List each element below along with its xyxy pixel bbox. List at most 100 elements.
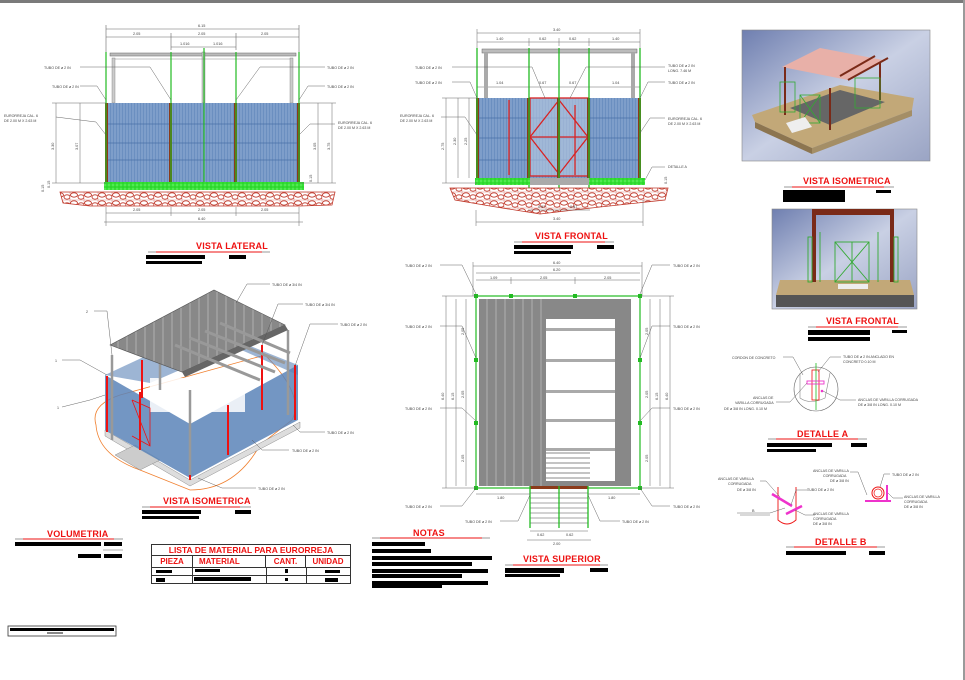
svg-text:0.15: 0.15 bbox=[47, 181, 51, 188]
label-tubo: TUBO DE ø 2 IN bbox=[673, 505, 700, 509]
svg-text:TUBO DE ø 2 IN ANCLADO EN: TUBO DE ø 2 IN ANCLADO EN bbox=[843, 355, 894, 359]
svg-text:6.20: 6.20 bbox=[553, 268, 560, 272]
header-unidad: UNIDAD bbox=[312, 557, 344, 566]
label-tubo: TUBO DE ø 2 IN bbox=[405, 407, 432, 411]
notas-block: NOTAS bbox=[372, 528, 492, 588]
label-tubo: TUBO DE ø 2 IN bbox=[405, 325, 432, 329]
label-tubo: TUBO DE ø 2 IN bbox=[807, 488, 834, 492]
vista-lateral-drawing: 6.15 2.05 2.05 2.05 1.016 1.016 bbox=[4, 24, 372, 226]
svg-text:1.40: 1.40 bbox=[612, 37, 619, 41]
svg-text:ANCLAS DE: ANCLAS DE bbox=[753, 396, 774, 400]
marker: 1 bbox=[55, 359, 57, 363]
label-tubo: TUBO DE ø 2 IN bbox=[405, 264, 432, 268]
label-tubo: TUBO DE ø 2 IN bbox=[327, 66, 354, 70]
material-table: LISTA DE MATERIAL PARA EURORREJA PIEZA M… bbox=[151, 544, 351, 584]
svg-text:3.07: 3.07 bbox=[75, 143, 79, 150]
render-isometrica-title: VISTA ISOMETRICA bbox=[803, 176, 891, 186]
svg-text:2.05: 2.05 bbox=[645, 328, 649, 335]
svg-text:2.05: 2.05 bbox=[540, 276, 547, 280]
svg-text:6.40: 6.40 bbox=[665, 393, 669, 400]
svg-text:CORRUGADA: CORRUGADA bbox=[904, 500, 928, 504]
volumetria-block: VOLUMETRIA bbox=[15, 529, 123, 558]
label-tubo: TUBO DE ø 2 IN bbox=[340, 323, 367, 327]
svg-text:DE ø 3/8 IN LONG. 0.10 M: DE ø 3/8 IN LONG. 0.10 M bbox=[724, 407, 767, 411]
svg-text:2.30: 2.30 bbox=[453, 138, 457, 145]
svg-text:1.016: 1.016 bbox=[213, 42, 223, 46]
svg-text:2.00: 2.00 bbox=[553, 542, 560, 546]
svg-text:B: B bbox=[752, 509, 755, 513]
svg-text:0.57: 0.57 bbox=[570, 205, 577, 209]
svg-text:DE 2.00 M X 2.63 M: DE 2.00 M X 2.63 M bbox=[338, 126, 370, 130]
render-isometrica-image bbox=[741, 29, 931, 162]
svg-text:0.15: 0.15 bbox=[309, 175, 313, 182]
svg-text:ANCLAS DE VARILLA: ANCLAS DE VARILLA bbox=[718, 477, 754, 481]
svg-text:CORRUGADA: CORRUGADA bbox=[813, 517, 837, 521]
material-table-title: LISTA DE MATERIAL PARA EURORREJA bbox=[152, 545, 350, 556]
cell-pieza bbox=[152, 576, 193, 584]
svg-text:3.75: 3.75 bbox=[327, 143, 331, 150]
svg-text:ANCLAS DE VARILLA CORRUGADA: ANCLAS DE VARILLA CORRUGADA bbox=[858, 398, 919, 402]
cell-material bbox=[193, 568, 267, 575]
svg-text:0.57: 0.57 bbox=[538, 205, 545, 209]
cell-cant bbox=[267, 568, 307, 575]
svg-text:1.04: 1.04 bbox=[612, 81, 619, 85]
label-tubo: TUBO DE ø 2 IN bbox=[327, 85, 354, 89]
detalle-b-drawing: ANCLAS DE VARILLA CORRUGADA DE ø 3/8 IN … bbox=[718, 469, 940, 526]
vista-frontal-title: VISTA FRONTAL bbox=[535, 231, 608, 241]
svg-text:0.62: 0.62 bbox=[537, 533, 544, 537]
vista-superior-drawing: 6.40 6.20 1.09 2.05 2.05 bbox=[405, 261, 700, 546]
header-pieza: PIEZA bbox=[152, 556, 193, 567]
svg-text:TUBO DE ø 2 IN: TUBO DE ø 2 IN bbox=[668, 81, 695, 85]
label-tubo: TUBO DE ø 2 IN bbox=[673, 407, 700, 411]
svg-text:2.05: 2.05 bbox=[461, 391, 465, 398]
vista-frontal-title-block: VISTA FRONTAL bbox=[514, 231, 614, 254]
label-tubo: TUBO DE ø 2 IN bbox=[327, 431, 354, 435]
table-row bbox=[152, 568, 350, 576]
svg-text:2.05: 2.05 bbox=[604, 276, 611, 280]
label-tubo: TUBO DE ø 2 IN bbox=[622, 520, 649, 524]
svg-text:CORRUGADA: CORRUGADA bbox=[823, 474, 847, 478]
cell-pieza bbox=[152, 568, 193, 575]
svg-text:2.05: 2.05 bbox=[133, 32, 140, 36]
svg-text:6.15: 6.15 bbox=[655, 393, 659, 400]
table-row bbox=[152, 576, 350, 584]
svg-text:DE ø 3/8 IN: DE ø 3/8 IN bbox=[813, 522, 832, 526]
vista-frontal-drawing: 3.40 1.40 0.62 0.62 1.40 1.04 0.67 0.67 … bbox=[400, 28, 702, 226]
marker: 1 bbox=[57, 406, 59, 410]
svg-text:0.15: 0.15 bbox=[41, 185, 45, 192]
label-cordon-concreto: CORDON DE CONCRETO bbox=[732, 356, 776, 360]
svg-text:0.15: 0.15 bbox=[664, 177, 668, 184]
svg-text:1.40: 1.40 bbox=[496, 37, 503, 41]
dim: 6.40 bbox=[441, 393, 445, 400]
label-tubo: TUBO DE ø 2 IN bbox=[52, 85, 79, 89]
svg-text:1.80: 1.80 bbox=[497, 496, 504, 500]
notas-title: NOTAS bbox=[413, 528, 445, 538]
svg-text:EURORREJA CAL. 6: EURORREJA CAL. 6 bbox=[338, 121, 372, 125]
svg-text:6.15: 6.15 bbox=[198, 24, 205, 28]
header-cant: CANT. bbox=[266, 556, 306, 567]
render-frontal-title-block: VISTA FRONTAL bbox=[808, 316, 907, 341]
scale-bar bbox=[7, 625, 117, 637]
svg-text:LONG. 7.46 M: LONG. 7.46 M bbox=[668, 69, 691, 73]
svg-text:ANCLAS DE VARILLA: ANCLAS DE VARILLA bbox=[813, 512, 849, 516]
svg-text:DE ø 3/8 IN: DE ø 3/8 IN bbox=[904, 505, 923, 509]
detalle-a-drawing: CORDON DE CONCRETO TUBO DE ø 2 IN ANCLAD… bbox=[724, 355, 919, 412]
svg-text:VARILLA CORRUGADA: VARILLA CORRUGADA bbox=[735, 401, 774, 405]
svg-text:6.40: 6.40 bbox=[553, 261, 560, 265]
sheet-right-border bbox=[963, 0, 965, 680]
svg-text:2.75: 2.75 bbox=[441, 143, 445, 150]
svg-text:CONCRETO 0.10 M: CONCRETO 0.10 M bbox=[843, 360, 875, 364]
svg-text:EURORREJA CAL. 6: EURORREJA CAL. 6 bbox=[4, 114, 38, 118]
svg-text:DE 2.00 M X 2.63 M: DE 2.00 M X 2.63 M bbox=[4, 119, 36, 123]
cell-unidad bbox=[307, 576, 350, 584]
label-tubo: TUBO DE ø 3/4 IN bbox=[272, 283, 302, 287]
svg-text:0.62: 0.62 bbox=[566, 533, 573, 537]
sheet-top-border bbox=[0, 0, 965, 3]
cell-unidad bbox=[307, 568, 350, 575]
dim: 6.15 bbox=[451, 393, 455, 400]
svg-text:DE ø 3/8 IN: DE ø 3/8 IN bbox=[737, 488, 756, 492]
svg-text:DE 2.00 M X 2.63 M: DE 2.00 M X 2.63 M bbox=[668, 122, 700, 126]
label-tubo: TUBO DE ø 2 IN bbox=[258, 487, 285, 491]
vista-lateral-title: VISTA LATERAL bbox=[196, 241, 268, 251]
